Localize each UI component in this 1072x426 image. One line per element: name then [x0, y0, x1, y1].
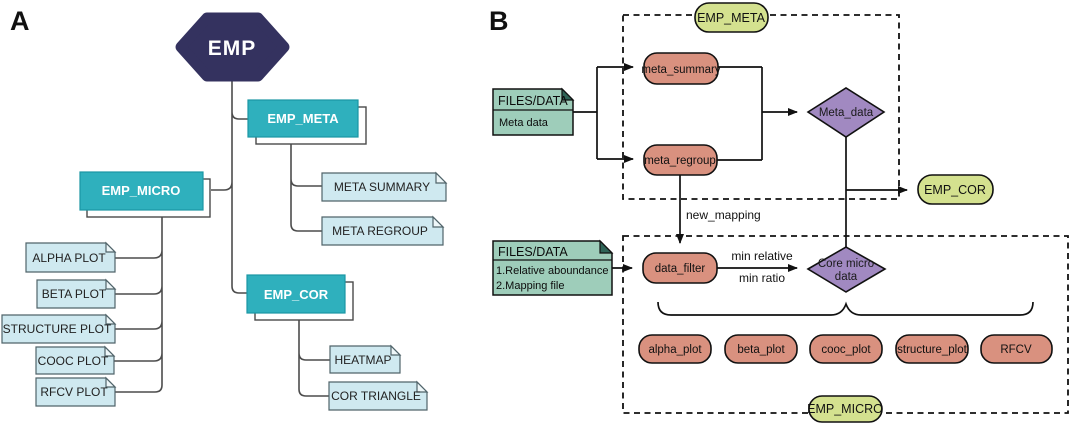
core-micro-line1: Core micro [818, 258, 874, 270]
emp-root-label: EMP [208, 37, 257, 60]
structure-plot-function-label: structure_plot [897, 344, 967, 356]
panel-b-label: B [489, 6, 509, 36]
emp-micro-label: EMP_MICRO [102, 183, 181, 198]
cor-triangle-label: COR TRIANGLE [331, 389, 421, 403]
beta-plot-file: BETA PLOT [36, 278, 117, 309]
beta-plot-label: BETA PLOT [42, 287, 107, 301]
emp-root-node: EMP [175, 12, 290, 82]
cooc-plot-function-label: cooc_plot [821, 344, 871, 356]
cooc-plot-file: COOC PLOT [35, 345, 116, 375]
rfcv-plot-label: RFCV PLOT [40, 385, 108, 399]
emp-cor-module: EMP_COR [246, 274, 354, 321]
min-ratio-edge-label: min ratio [739, 271, 785, 285]
meta-summary-file-label: META SUMMARY [334, 180, 430, 194]
alpha-plot-file: ALPHA PLOT [25, 241, 117, 273]
emp-micro-module: EMP_MICRO [79, 171, 211, 218]
cooc-plot-label: COOC PLOT [38, 354, 109, 368]
beta-plot-function: beta_plot [724, 334, 798, 364]
emp-meta-pill: EMP_META [694, 2, 769, 33]
data-filter-function: data_filter [642, 252, 718, 284]
alpha-plot-label: ALPHA PLOT [32, 251, 106, 265]
files-data-micro-line2: 2.Mapping file [496, 280, 565, 292]
structure-plot-label: STRUCTURE PLOT [3, 322, 112, 336]
rfcv-plot-file: RFCV PLOT [35, 376, 117, 407]
emp-meta-pill-label: EMP_META [697, 11, 765, 25]
flow-lines [573, 66, 847, 247]
meta-data-decision-label: Meta_data [819, 107, 874, 119]
panel-a-connectors [114, 81, 330, 397]
meta-summary-function: meta_summary [641, 52, 721, 85]
files-data-micro-note: FILES/DATA 1.Relative aboundance 2.Mappi… [492, 239, 614, 296]
meta-data-decision: Meta_data [806, 87, 886, 138]
emp-cor-pill: EMP_COR [917, 174, 994, 205]
meta-regroup-function-label: meta_regroup [644, 155, 716, 167]
emp-micro-pill-label: EMP_MICRO [807, 402, 883, 416]
rfcv-function: RFCV [980, 334, 1053, 364]
rfcv-function-label: RFCV [1000, 344, 1032, 356]
beta-plot-function-label: beta_plot [737, 344, 785, 356]
new-mapping-edge-label: new_mapping [686, 208, 761, 222]
meta-summary-function-label: meta_summary [641, 64, 720, 76]
meta-regroup-file: META REGROUP [321, 215, 445, 246]
heatmap-label: HEATMAP [334, 353, 391, 367]
files-data-meta-note: FILES/DATA Meta data [492, 87, 575, 136]
min-relative-edge-label: min relative [731, 249, 793, 263]
emp-cor-pill-label: EMP_COR [924, 183, 986, 197]
brace [657, 301, 1034, 316]
files-data-micro-header: FILES/DATA [498, 245, 568, 259]
data-filter-function-label: data_filter [655, 263, 706, 275]
alpha-plot-function-label: alpha_plot [648, 344, 702, 356]
cooc-plot-function: cooc_plot [809, 334, 883, 364]
meta-summary-file: META SUMMARY [321, 171, 448, 202]
files-data-meta-header: FILES/DATA [498, 94, 568, 108]
panel-a-label: A [10, 6, 30, 36]
files-data-meta-line1: Meta data [499, 117, 549, 129]
core-micro-line2: data [835, 271, 858, 283]
structure-plot-function: structure_plot [895, 334, 969, 364]
cor-triangle-file: COR TRIANGLE [328, 380, 429, 411]
emp-meta-label: EMP_META [267, 111, 339, 126]
core-micro-data-decision: Core micro data [806, 246, 887, 293]
structure-plot-file: STRUCTURE PLOT [1, 313, 117, 344]
heatmap-file: HEATMAP [329, 344, 402, 374]
emp-micro-pill: EMP_MICRO [807, 395, 883, 423]
meta-regroup-file-label: META REGROUP [332, 224, 428, 238]
alpha-plot-function: alpha_plot [638, 334, 712, 364]
emp-meta-module: EMP_META [247, 99, 367, 145]
emp-cor-label: EMP_COR [264, 287, 329, 302]
meta-regroup-function: meta_regroup [643, 144, 718, 176]
files-data-micro-line1: 1.Relative aboundance [496, 265, 609, 277]
